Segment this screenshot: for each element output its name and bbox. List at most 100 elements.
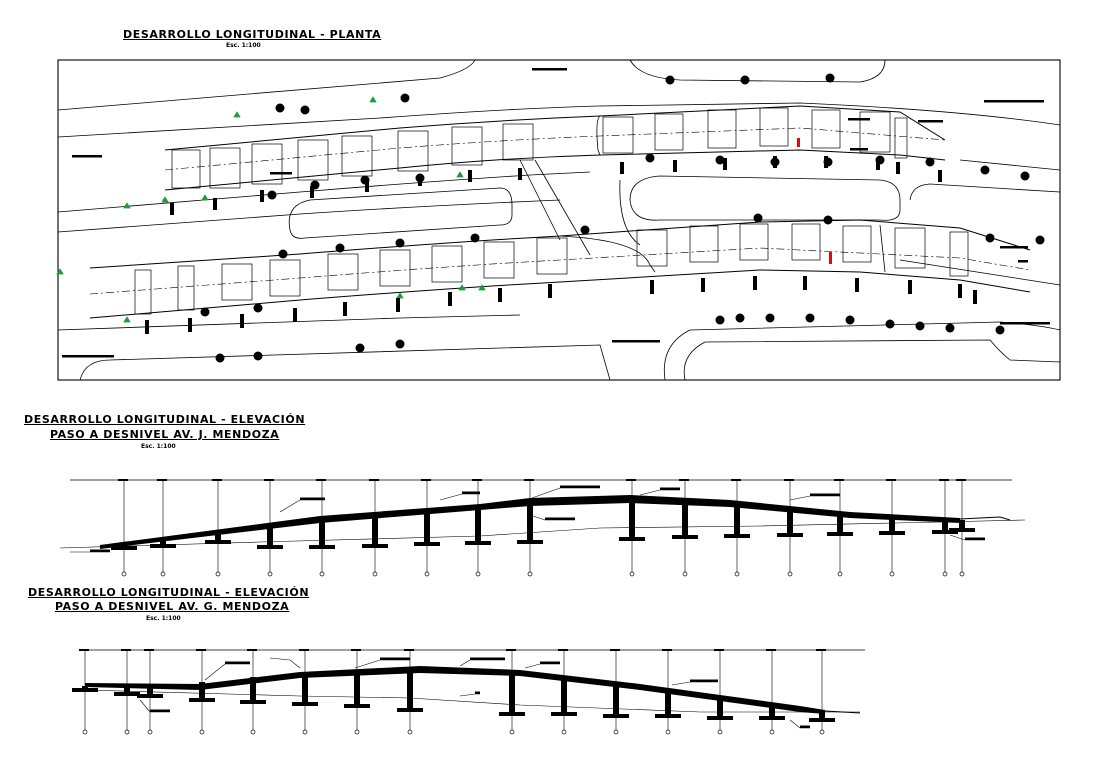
- column-symbol: [498, 288, 502, 302]
- dimension-tick: [299, 649, 309, 651]
- axis-marker: [354, 729, 360, 735]
- label-stub: [1000, 246, 1028, 249]
- axis-marker: [82, 729, 88, 735]
- pier-footing: [327, 253, 359, 291]
- pier-footing: [502, 123, 534, 161]
- tree-symbol: [753, 213, 763, 223]
- column-symbol: [723, 158, 727, 170]
- label-stub: [810, 493, 840, 496]
- dimension-tick: [157, 479, 167, 481]
- dimension-tick: [766, 649, 776, 651]
- tree-symbol: [395, 238, 405, 248]
- label-stub: [984, 100, 1044, 103]
- axis-marker: [561, 729, 567, 735]
- tree-symbol: [823, 215, 833, 225]
- tree-icon: [201, 194, 209, 201]
- axis-marker: [734, 571, 740, 577]
- column-symbol: [468, 170, 472, 182]
- axis-marker: [717, 729, 723, 735]
- axis-marker: [665, 729, 671, 735]
- column-symbol: [938, 170, 942, 182]
- dimension-tick: [404, 649, 414, 651]
- ramp-outline: [559, 235, 656, 273]
- tree-symbol: [980, 165, 990, 175]
- dimension-tick: [506, 649, 516, 651]
- dimension-tick: [247, 649, 257, 651]
- road-edge: [57, 314, 521, 331]
- plan-view: [56, 59, 1061, 381]
- dimension-tick: [662, 649, 672, 651]
- tree-symbol: [580, 225, 590, 235]
- axis-marker: [199, 729, 205, 735]
- pier-footing: [134, 269, 152, 315]
- column-symbol: [753, 276, 757, 290]
- leader-line: [789, 495, 840, 501]
- pier-footing: [431, 245, 463, 283]
- tree-icon: [369, 96, 377, 103]
- approach-deck: [824, 710, 861, 714]
- axis-marker: [124, 729, 130, 735]
- axis-marker: [837, 571, 843, 577]
- column-symbol: [855, 278, 859, 292]
- tree-symbol: [985, 233, 995, 243]
- road-edge: [57, 171, 591, 213]
- tree-symbol: [300, 105, 310, 115]
- tree-symbol: [275, 103, 285, 113]
- label-stub: [1000, 322, 1050, 325]
- pier-footing: [397, 130, 429, 172]
- label-stub: [848, 118, 870, 121]
- axis-marker: [613, 729, 619, 735]
- tree-symbol: [215, 353, 225, 363]
- tree-symbol: [805, 313, 815, 323]
- column-symbol: [620, 162, 624, 174]
- tree-symbol: [845, 315, 855, 325]
- road-edge: [629, 59, 886, 83]
- tree-symbol: [925, 157, 935, 167]
- tree-symbol: [253, 303, 263, 313]
- ramp-outline: [596, 115, 601, 156]
- dimension-tick: [118, 479, 128, 481]
- axis-marker: [959, 571, 965, 577]
- tree-symbol: [945, 323, 955, 333]
- road-edge: [534, 159, 591, 256]
- island: [909, 183, 1061, 201]
- island: [629, 175, 901, 221]
- dimension-tick: [144, 649, 154, 651]
- tree-symbol: [335, 243, 345, 253]
- pier-footing: [297, 139, 329, 181]
- dimension-tick: [351, 649, 361, 651]
- column-symbol: [448, 292, 452, 306]
- pier-footing: [689, 225, 719, 263]
- tree-symbol: [715, 315, 725, 325]
- road-edge: [519, 159, 561, 241]
- pier-footing: [483, 241, 515, 279]
- column-symbol: [365, 180, 369, 192]
- axis-marker: [787, 571, 793, 577]
- road-edge: [79, 344, 611, 381]
- column-symbol: [240, 314, 244, 328]
- label-stub: [532, 68, 567, 71]
- marker-symbol: [797, 138, 800, 147]
- dimension-tick: [731, 479, 741, 481]
- tree-symbol: [278, 249, 288, 259]
- tree-icon: [123, 316, 131, 323]
- label-stub: [90, 549, 110, 552]
- bridge-deck-lower: [89, 219, 1031, 269]
- column-symbol: [145, 320, 149, 334]
- column-symbol: [518, 168, 522, 180]
- axis-marker: [407, 729, 413, 735]
- tree-symbol: [1035, 235, 1045, 245]
- label-stub: [470, 657, 505, 660]
- pier-footing: [221, 263, 253, 301]
- tree-icon: [458, 284, 466, 291]
- label-stub: [1018, 260, 1028, 263]
- dimension-tick: [714, 649, 724, 651]
- column-symbol: [396, 298, 400, 312]
- elevation-1-piers: [111, 479, 975, 577]
- tree-symbol: [253, 351, 263, 361]
- bridge-deck-lower: [89, 247, 1031, 295]
- dimension-tick: [939, 479, 949, 481]
- tree-icon: [123, 202, 131, 209]
- axis-marker: [769, 729, 775, 735]
- axis-marker: [509, 729, 515, 735]
